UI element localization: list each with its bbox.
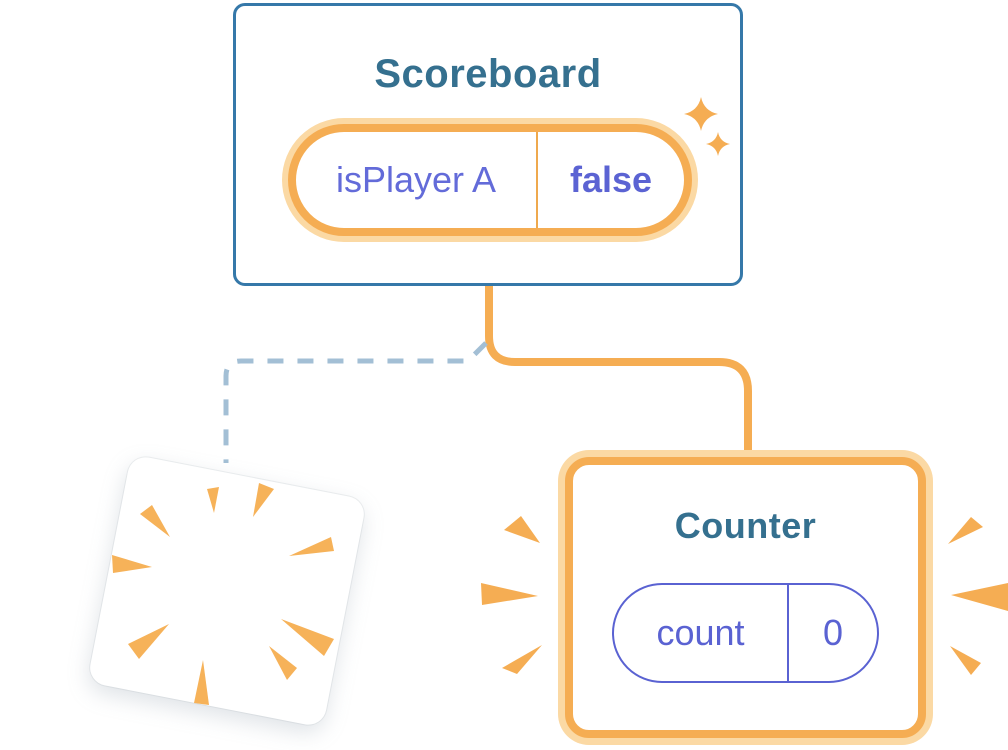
state-value-label: 0	[822, 612, 844, 653]
counter-title: Counter	[674, 505, 817, 546]
state-key-label: isPlayer A	[335, 159, 497, 200]
dashed-connector-line	[223, 341, 488, 463]
emphasis-rays-left-icon	[481, 516, 542, 674]
emphasis-rays-right-icon	[948, 517, 1008, 675]
destroyed-component-card	[87, 454, 367, 728]
scoreboard-state-pill: isPlayer A false	[288, 124, 692, 236]
scoreboard-title: Scoreboard	[374, 52, 602, 96]
state-value-label: false	[569, 159, 653, 200]
counter-component-box: Counter count 0	[565, 457, 926, 738]
state-key-label: count	[656, 612, 745, 653]
pill-divider	[536, 132, 538, 228]
scoreboard-component-box: Scoreboard isPlayer A false	[233, 3, 743, 286]
counter-state-pill: count 0	[612, 583, 879, 683]
solid-connector-line	[485, 284, 752, 458]
pill-divider	[787, 585, 789, 681]
